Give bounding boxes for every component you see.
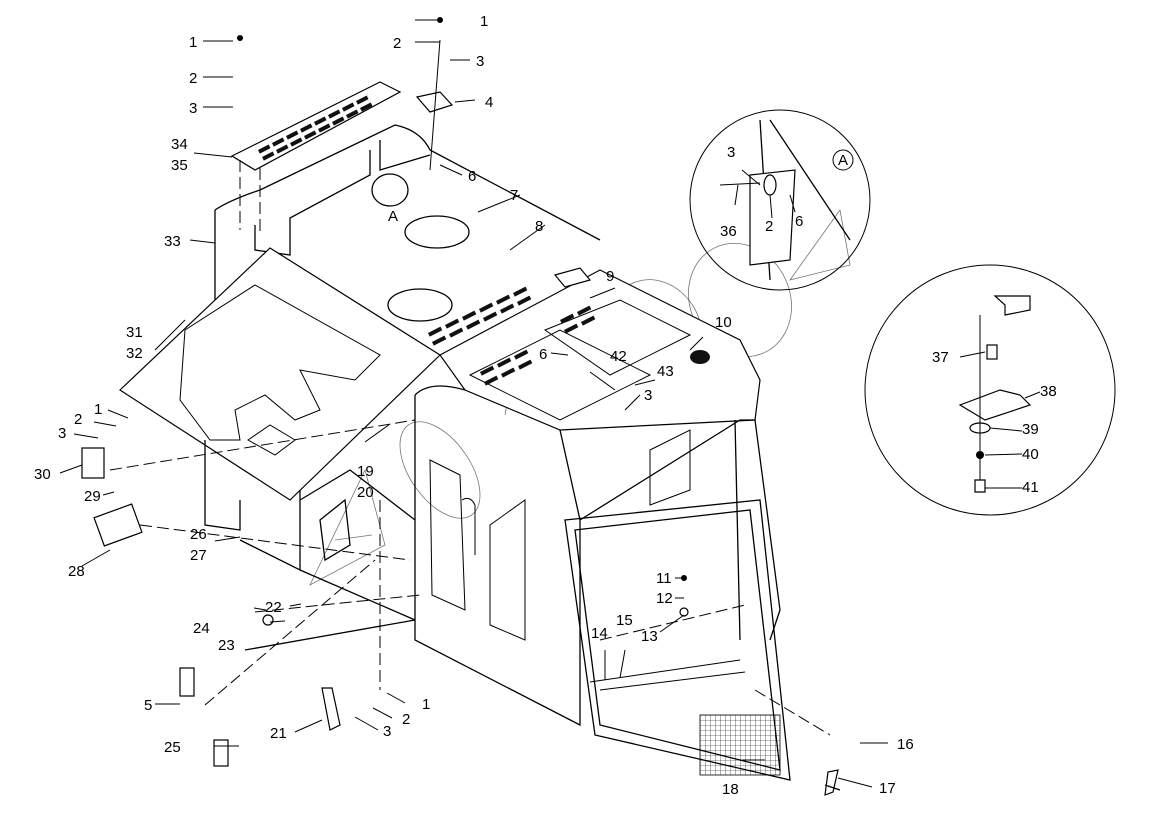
callout-6: 6 [468, 168, 476, 185]
callout-4: 4 [485, 94, 493, 111]
callout-A: A [388, 208, 398, 225]
callout-6: 6 [539, 346, 547, 363]
lower-frame [204, 440, 416, 651]
callout-26: 26 [190, 526, 207, 543]
callout-16: 16 [897, 736, 914, 753]
callout-2: 2 [393, 35, 401, 52]
callout-21: 21 [270, 725, 287, 742]
callout-30: 30 [34, 466, 51, 483]
callout-7: 7 [510, 187, 518, 204]
small-parts [81, 17, 841, 796]
top-vent-cover [230, 81, 402, 171]
callout-15: 15 [616, 612, 633, 629]
detail-circle-latch [864, 264, 1116, 516]
callout-2: 2 [189, 70, 197, 87]
callout-3: 3 [189, 100, 197, 117]
callout-labels: 1 2 3 34 35 33 31 32 1 2 3 30 29 28 26 2… [34, 13, 1057, 798]
callout-8: 8 [535, 218, 543, 235]
callout-19: 19 [357, 463, 374, 480]
callout-12: 12 [656, 590, 673, 607]
callout-1: 1 [94, 401, 102, 418]
cab-body [414, 385, 781, 727]
callout-32: 32 [126, 345, 143, 362]
callout-18: 18 [722, 781, 739, 798]
callout-13: 13 [641, 628, 658, 645]
callout-2: 2 [402, 711, 410, 728]
callout-25: 25 [164, 739, 181, 756]
callout-34: 34 [171, 136, 188, 153]
callout-36: 36 [720, 223, 737, 240]
callout-1: 1 [480, 13, 488, 30]
engine-cover-panel [119, 247, 441, 501]
callout-43: 43 [657, 363, 674, 380]
callout-14: 14 [591, 625, 608, 642]
detail-circle-a [689, 109, 871, 291]
callout-5: 5 [144, 697, 152, 714]
callout-35: 35 [171, 157, 188, 174]
callout-3: 3 [58, 425, 66, 442]
callout-2: 2 [765, 218, 773, 235]
callout-3: 3 [383, 723, 391, 740]
callout-37: 37 [932, 349, 949, 366]
callout-23: 23 [218, 637, 235, 654]
callout-9: 9 [606, 268, 614, 285]
callout-42: 42 [610, 348, 627, 365]
leader-lines [59, 19, 1041, 788]
callout-31: 31 [126, 324, 143, 341]
callout-40: 40 [1022, 446, 1039, 463]
callout-24: 24 [193, 620, 210, 637]
callout-6: 6 [795, 213, 803, 230]
callout-17: 17 [879, 780, 896, 797]
callout-10: 10 [715, 314, 732, 331]
callout-29: 29 [84, 488, 101, 505]
callout-22: 22 [265, 599, 282, 616]
callout-1: 1 [189, 34, 197, 51]
callout-3: 3 [644, 387, 652, 404]
callout-41: 41 [1022, 479, 1039, 496]
cab-roof [428, 269, 761, 431]
callout-3: 3 [727, 144, 735, 161]
assembly-lines [109, 39, 831, 736]
callout-11: 11 [656, 570, 672, 587]
callout-28: 28 [68, 563, 85, 580]
callout-33: 33 [164, 233, 181, 250]
callout-A: A [838, 152, 848, 169]
callout-27: 27 [190, 547, 207, 564]
callout-39: 39 [1022, 421, 1039, 438]
door-frame [564, 499, 791, 781]
callout-38: 38 [1040, 383, 1057, 400]
callout-1: 1 [422, 696, 430, 713]
callout-2: 2 [74, 411, 82, 428]
callout-20: 20 [357, 484, 374, 501]
callout-3: 3 [476, 53, 484, 70]
